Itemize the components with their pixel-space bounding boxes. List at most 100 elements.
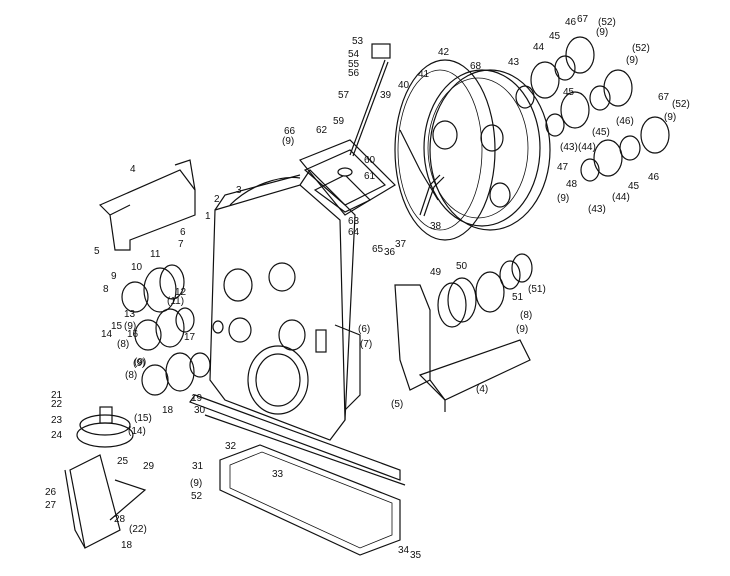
label-44: 44 [533,42,545,53]
label-27: 27 [45,500,57,511]
right-bracket [394,284,531,412]
label-52-paren: (52) [598,17,616,28]
label-9-paren-g: (9) [557,193,570,204]
label-67-b: 67 [658,92,670,103]
label-17: 17 [184,332,196,343]
label-5-paren: (5) [391,399,404,410]
bottom-pan [189,394,406,556]
label-14-paren: (14) [128,426,146,437]
label-51-paren: (51) [528,284,546,295]
label-7: 7 [178,239,184,250]
label-13: 13 [124,309,136,320]
main-housing [209,169,361,441]
oil-pump [64,406,147,549]
label-15-paren: (15) [134,413,152,424]
label-6-paren: (6) [358,324,371,335]
label-30: 30 [194,405,206,416]
label-21: 21 [51,390,63,401]
top-cover [299,43,396,216]
label-4: 4 [130,164,136,175]
label-38: 38 [430,221,442,232]
label-67: 67 [577,14,589,25]
label-46-paren: (46) [616,116,634,127]
label-52-paren-c: (52) [672,99,690,110]
label-3: 3 [236,185,242,196]
label-4-paren: (4) [476,384,489,395]
label-15: 15 [111,321,123,332]
label-9-paren-j: (9) [190,478,203,489]
label-14: 14 [101,329,113,340]
label-55: 55 [348,59,360,70]
label-45-c: 45 [628,181,640,192]
label-9-paren-h: (9) [516,324,529,335]
label-40: 40 [398,80,410,91]
label-34: 34 [398,545,410,556]
label-5: 5 [94,246,100,257]
label-26: 26 [45,487,57,498]
label-68: 68 [470,61,482,72]
label-24: 24 [51,430,63,441]
label-16: 16 [127,329,139,340]
end-cover [394,59,551,241]
label-44-paren-b: (44) [612,192,630,203]
label-9-paren-i: (9) [133,358,146,369]
label-25: 25 [117,456,129,467]
label-37: 37 [395,239,407,250]
label-18: 18 [162,405,174,416]
label-53: 53 [352,36,364,47]
label-52-paren-b: (52) [632,43,650,54]
label-54: 54 [348,49,360,60]
label-49: 49 [430,267,442,278]
label-43-paren: (43) [560,142,578,153]
label-36: 36 [384,247,396,258]
label-41: 41 [418,69,430,80]
label-9-paren-b: (9) [626,55,639,66]
label-60: 60 [364,155,376,166]
label-32: 32 [225,441,237,452]
dipstick [419,174,445,217]
label-8: 8 [103,284,109,295]
label-8-paren-b: (8) [520,310,533,321]
label-45-paren: (45) [592,127,610,138]
label-9-paren-e: (9) [124,321,137,332]
label-19: 19 [191,393,203,404]
label-43-paren-b: (43) [588,204,606,215]
right-bearing-assemblies [515,36,670,182]
label-2: 2 [214,194,220,205]
label-8-paren-c: (8) [125,370,138,381]
label-35: 35 [410,550,422,561]
label-7-paren: (7) [360,339,373,350]
label-9-paren-d: (9) [282,136,295,147]
label-9-paren-c: (9) [664,112,677,123]
label-29: 29 [143,461,155,472]
label-63: 63 [348,216,360,227]
label-64: 64 [348,227,360,238]
label-43: 43 [508,57,520,68]
label-18-b: 18 [121,540,133,551]
label-51: 51 [512,292,524,303]
label-11: 11 [150,249,161,260]
label-33: 33 [272,469,284,480]
label-45-b: 45 [563,87,575,98]
label-8-paren: (8) [117,339,130,350]
left-flanges [121,264,224,396]
label-9-paren: (9) [596,27,609,38]
label-9-paren-f: (9) [134,357,147,368]
label-45: 45 [549,31,561,42]
label-28: 28 [114,514,126,525]
label-39: 39 [380,90,392,101]
label-52: 52 [191,491,203,502]
middle-seals [437,253,533,328]
label-1: 1 [205,211,211,222]
label-65: 65 [372,244,384,255]
label-6: 6 [180,227,186,238]
label-48: 48 [566,179,578,190]
label-23: 23 [51,415,63,426]
label-59: 59 [333,116,345,127]
label-47: 47 [557,162,569,173]
label-46: 46 [565,17,577,28]
label-42: 42 [438,47,450,58]
label-62: 62 [316,125,328,136]
